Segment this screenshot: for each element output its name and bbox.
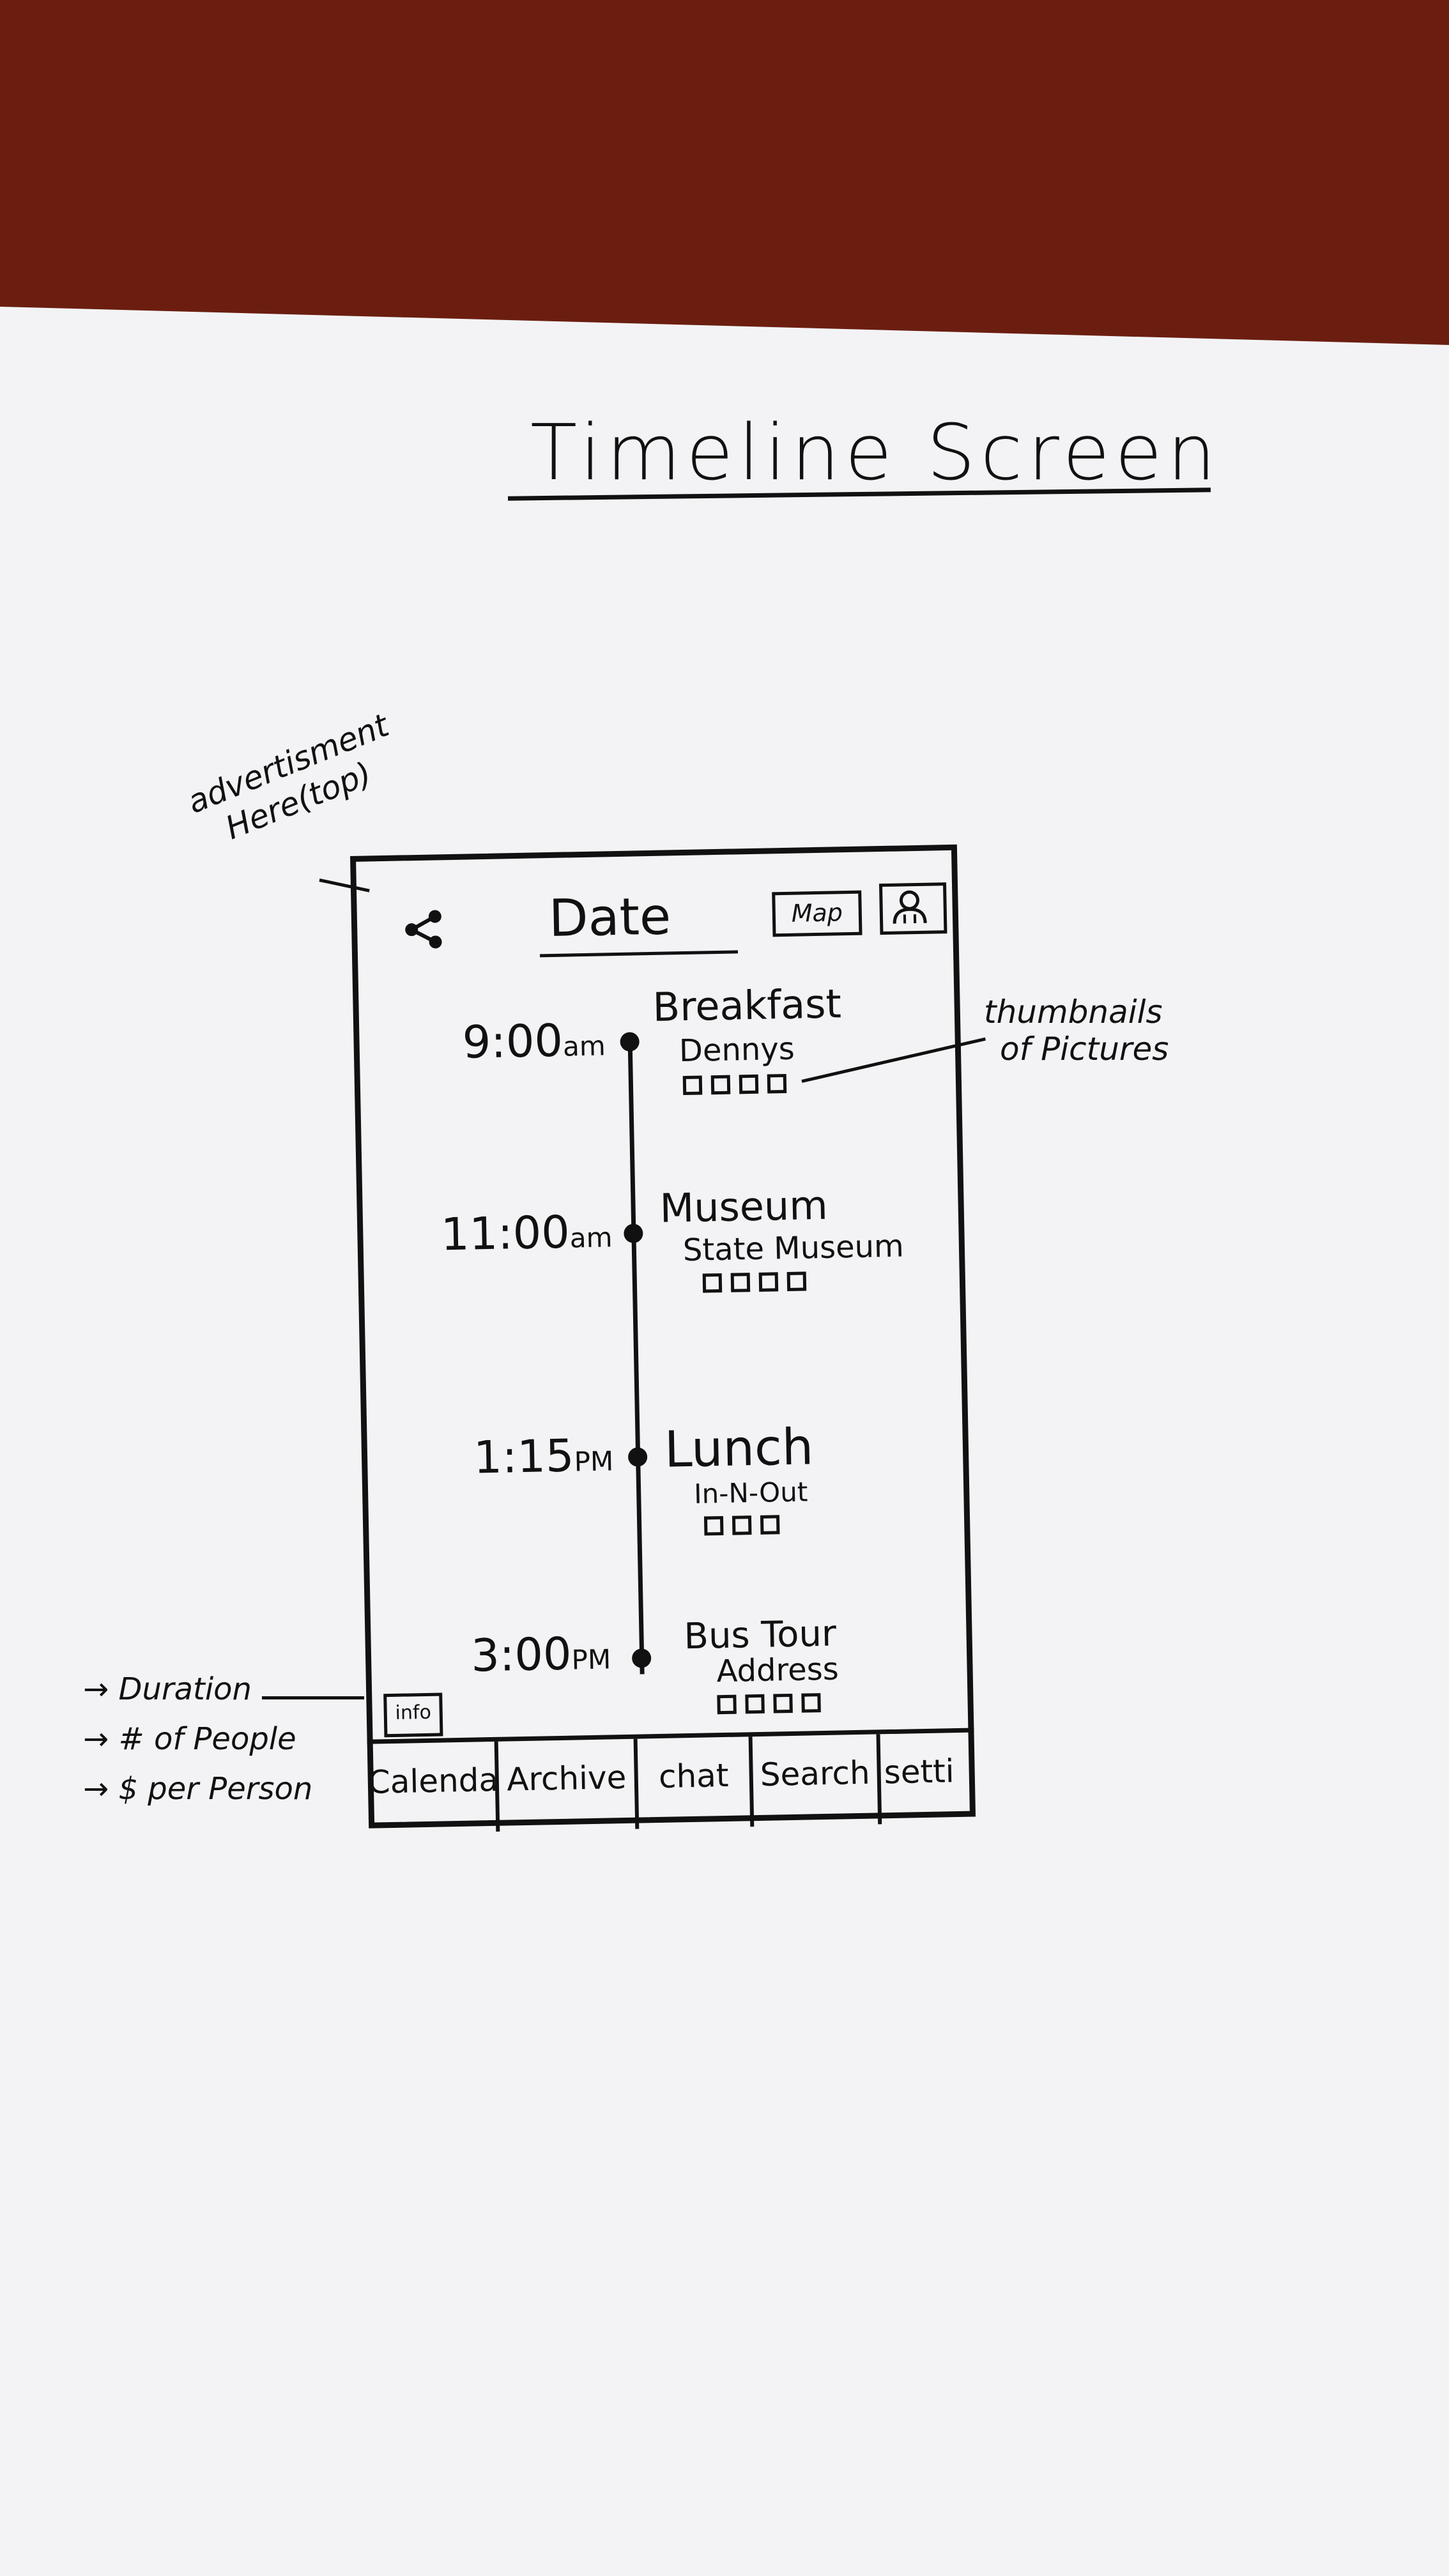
thumbnail[interactable] (773, 1693, 793, 1713)
timeline-dot (631, 1648, 652, 1668)
event-thumbnails (717, 1693, 821, 1715)
event-location: Address (716, 1651, 839, 1690)
map-button[interactable]: Map (772, 890, 862, 937)
thumbnail[interactable] (717, 1694, 737, 1715)
thumbnail[interactable] (682, 1075, 703, 1096)
profile-button[interactable] (878, 882, 947, 935)
timeline-time: 3:00PM (470, 1627, 611, 1682)
thumbnail[interactable] (767, 1073, 787, 1094)
thumbnails-note-line-1: thumbnails (984, 993, 1163, 1031)
event-title[interactable]: Bus Tour (683, 1613, 837, 1658)
timeline-time: 9:00am (461, 1014, 606, 1069)
info-arrow (262, 1696, 364, 1699)
event-thumbnails (682, 1073, 787, 1096)
thumbnail[interactable] (739, 1074, 759, 1094)
thumbnail[interactable] (758, 1272, 779, 1292)
event-location: In-N-Out (693, 1476, 808, 1510)
event-thumbnails (703, 1515, 780, 1536)
event-title[interactable]: Breakfast (652, 980, 842, 1031)
phone-frame: Date Map 9:00am Breakfast Dennys 11:00am… (350, 844, 976, 1834)
thumbnail[interactable] (786, 1271, 807, 1291)
thumbnail[interactable] (710, 1075, 731, 1095)
tab-search[interactable]: Search (752, 1734, 882, 1827)
date-underline (539, 950, 739, 958)
info-button[interactable]: info (383, 1692, 443, 1738)
info-note-price: → $ per Person (83, 1771, 313, 1807)
event-location: State Museum (682, 1228, 905, 1269)
tab-archive[interactable]: Archive (498, 1738, 640, 1832)
thumbnail[interactable] (760, 1515, 780, 1535)
event-thumbnails (702, 1271, 807, 1293)
timeline-time: 11:00am (440, 1206, 613, 1261)
timeline-line (627, 1041, 645, 1675)
thumbnail[interactable] (745, 1694, 765, 1714)
timeline-time: 1:15PM (473, 1429, 614, 1484)
timeline-dot (624, 1223, 643, 1243)
info-note-duration: → Duration (83, 1671, 252, 1707)
tab-calendar[interactable]: Calendar (367, 1741, 500, 1834)
timeline-dot (620, 1032, 640, 1052)
info-note-people: → # of People (83, 1721, 296, 1757)
event-title[interactable]: Lunch (664, 1418, 815, 1479)
thumbnail[interactable] (730, 1273, 751, 1292)
thumbnail[interactable] (801, 1693, 821, 1713)
profile-icon (893, 890, 927, 924)
thumbnail[interactable] (732, 1515, 752, 1535)
thumbnail[interactable] (703, 1515, 724, 1536)
thumbnail[interactable] (702, 1273, 723, 1293)
thumbnails-note-line-2: of Pictures (1000, 1031, 1169, 1068)
event-location: Dennys (678, 1031, 795, 1070)
thumbnails-note: thumbnails of Pictures (984, 993, 1169, 1068)
event-title[interactable]: Museum (659, 1181, 829, 1232)
date-title[interactable]: Date (548, 886, 672, 949)
share-icon[interactable] (402, 910, 447, 949)
tab-settings[interactable]: setti (884, 1752, 955, 1791)
timeline-dot (627, 1447, 648, 1467)
sketch-title: Timeline Screen (530, 409, 1221, 498)
bottom-tab-bar: Calendar Archive chat Search setti (367, 1728, 976, 1834)
tab-chat[interactable]: chat (637, 1736, 755, 1829)
info-details-note: → Duration → # of People → $ per Person (83, 1664, 312, 1814)
